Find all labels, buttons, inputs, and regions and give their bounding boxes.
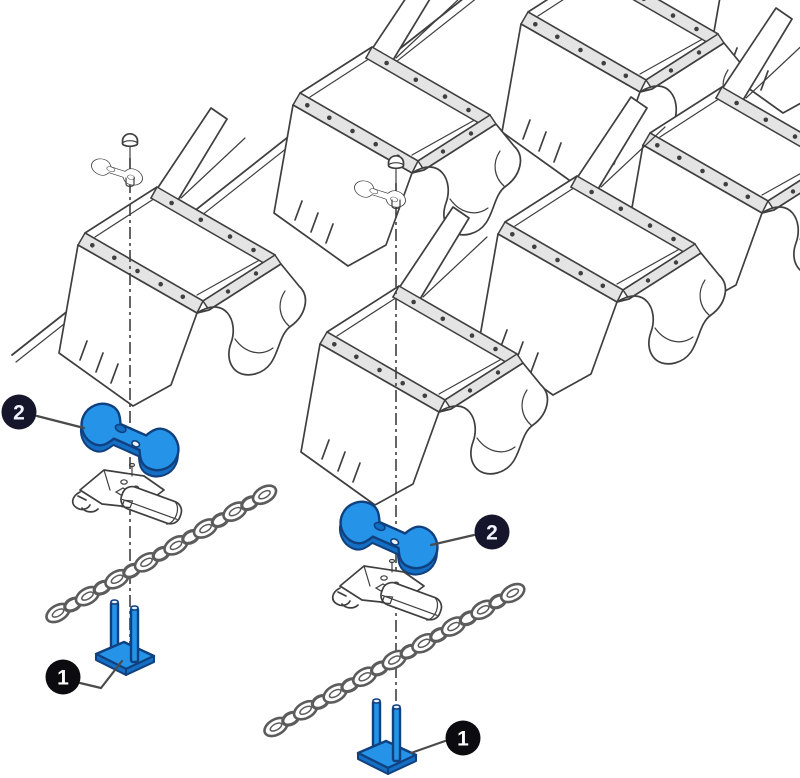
bucket-assembly	[11, 0, 800, 506]
leader-line-1-right	[409, 739, 447, 755]
u-bolt-part1-right[interactable]	[356, 697, 418, 776]
leader-line-2-left	[35, 414, 86, 430]
callout-number: 1	[57, 667, 69, 690]
plate-collar-left	[125, 177, 135, 188]
callout-badge-2-right[interactable]: 2	[474, 514, 510, 550]
retainer-plate-ghost-left	[89, 156, 144, 188]
callout-number: 1	[457, 728, 469, 751]
dome-nut-right	[387, 154, 405, 170]
callout-circle-icon[interactable]	[45, 659, 81, 695]
callout-badge-1-left[interactable]: 1	[45, 659, 81, 695]
leader-line-1-left	[78, 659, 124, 690]
callout-circle-icon[interactable]	[1, 394, 37, 430]
callout-circle-icon[interactable]	[445, 720, 481, 756]
leader-line-2-right	[429, 533, 476, 547]
callout-badge-2-left[interactable]: 2	[1, 394, 37, 430]
callout-number: 2	[486, 522, 498, 545]
callout-number: 2	[13, 402, 25, 425]
callout-badge-1-right[interactable]: 1	[445, 720, 481, 756]
callout-circle-icon[interactable]	[474, 514, 510, 550]
u-bolt-part1-left[interactable]	[94, 598, 156, 677]
bucket	[273, 0, 522, 267]
wear-pad-part2-left[interactable]	[72, 397, 187, 483]
wear-pad-part2-right[interactable]	[331, 495, 446, 581]
dome-nut-left	[121, 132, 139, 148]
plate-collar-right	[391, 199, 401, 210]
